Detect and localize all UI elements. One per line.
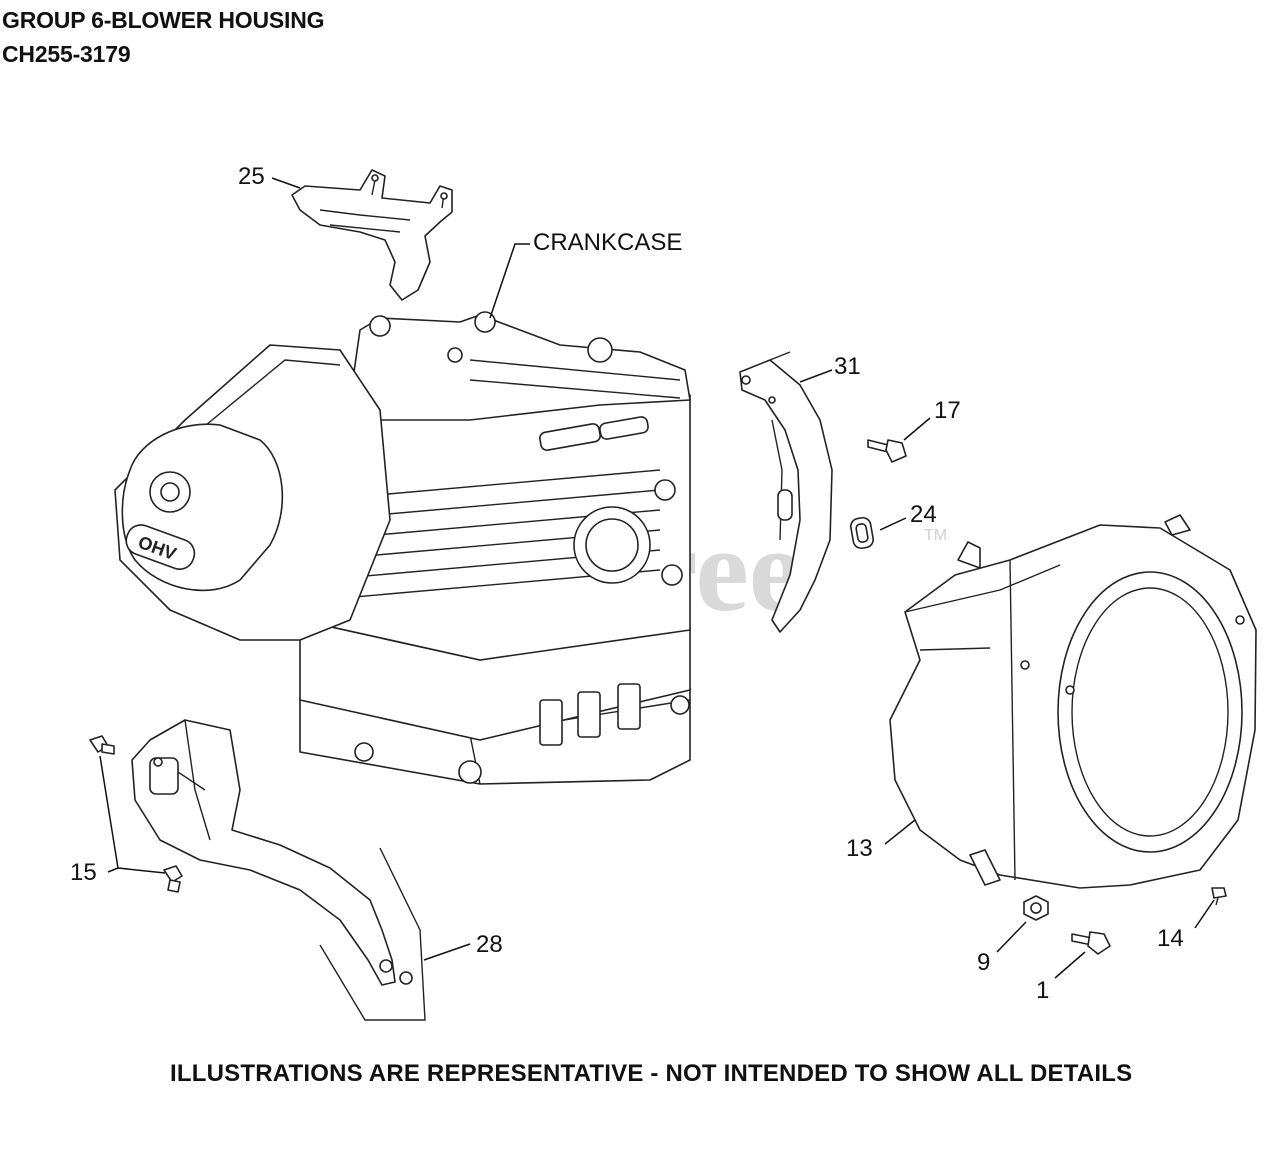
callout-28[interactable]: 28 bbox=[476, 931, 503, 958]
disclaimer: ILLUSTRATIONS ARE REPRESENTATIVE - NOT I… bbox=[170, 1060, 1133, 1087]
callout-24[interactable]: 24 bbox=[910, 501, 937, 528]
callout-9[interactable]: 9 bbox=[977, 949, 990, 976]
part-14-screw[interactable] bbox=[1211, 887, 1227, 906]
diagram-title: GROUP 6-BLOWER HOUSING bbox=[2, 7, 325, 33]
part-24-grommet[interactable] bbox=[850, 516, 875, 550]
callout-13[interactable]: 13 bbox=[846, 835, 873, 862]
callout-15[interactable]: 15 bbox=[70, 859, 97, 886]
model-number: CH255-3179 bbox=[2, 41, 131, 67]
crankcase-label: CRANKCASE bbox=[533, 229, 682, 256]
leader-lines bbox=[99, 177, 1215, 979]
callout-1[interactable]: 1 bbox=[1036, 977, 1049, 1004]
part-13-blower-housing[interactable] bbox=[889, 514, 1257, 889]
engine-crankcase: OHV bbox=[114, 311, 691, 785]
part-15-bolt-upper[interactable] bbox=[89, 735, 115, 755]
callout-31[interactable]: 31 bbox=[834, 353, 861, 380]
part-15-bolt-lower[interactable] bbox=[163, 865, 183, 893]
trademark: TM bbox=[924, 527, 947, 544]
part-28-shroud[interactable] bbox=[131, 719, 426, 1021]
part-9-nut[interactable] bbox=[1023, 895, 1049, 921]
callout-14[interactable]: 14 bbox=[1157, 925, 1184, 952]
part-17-screw[interactable] bbox=[867, 439, 907, 463]
callout-17[interactable]: 17 bbox=[934, 397, 961, 424]
callout-25[interactable]: 25 bbox=[238, 163, 265, 190]
part-1-bolt[interactable] bbox=[1071, 931, 1111, 955]
part-31-baffle[interactable] bbox=[739, 351, 833, 633]
part-25-bracket[interactable] bbox=[291, 169, 453, 301]
